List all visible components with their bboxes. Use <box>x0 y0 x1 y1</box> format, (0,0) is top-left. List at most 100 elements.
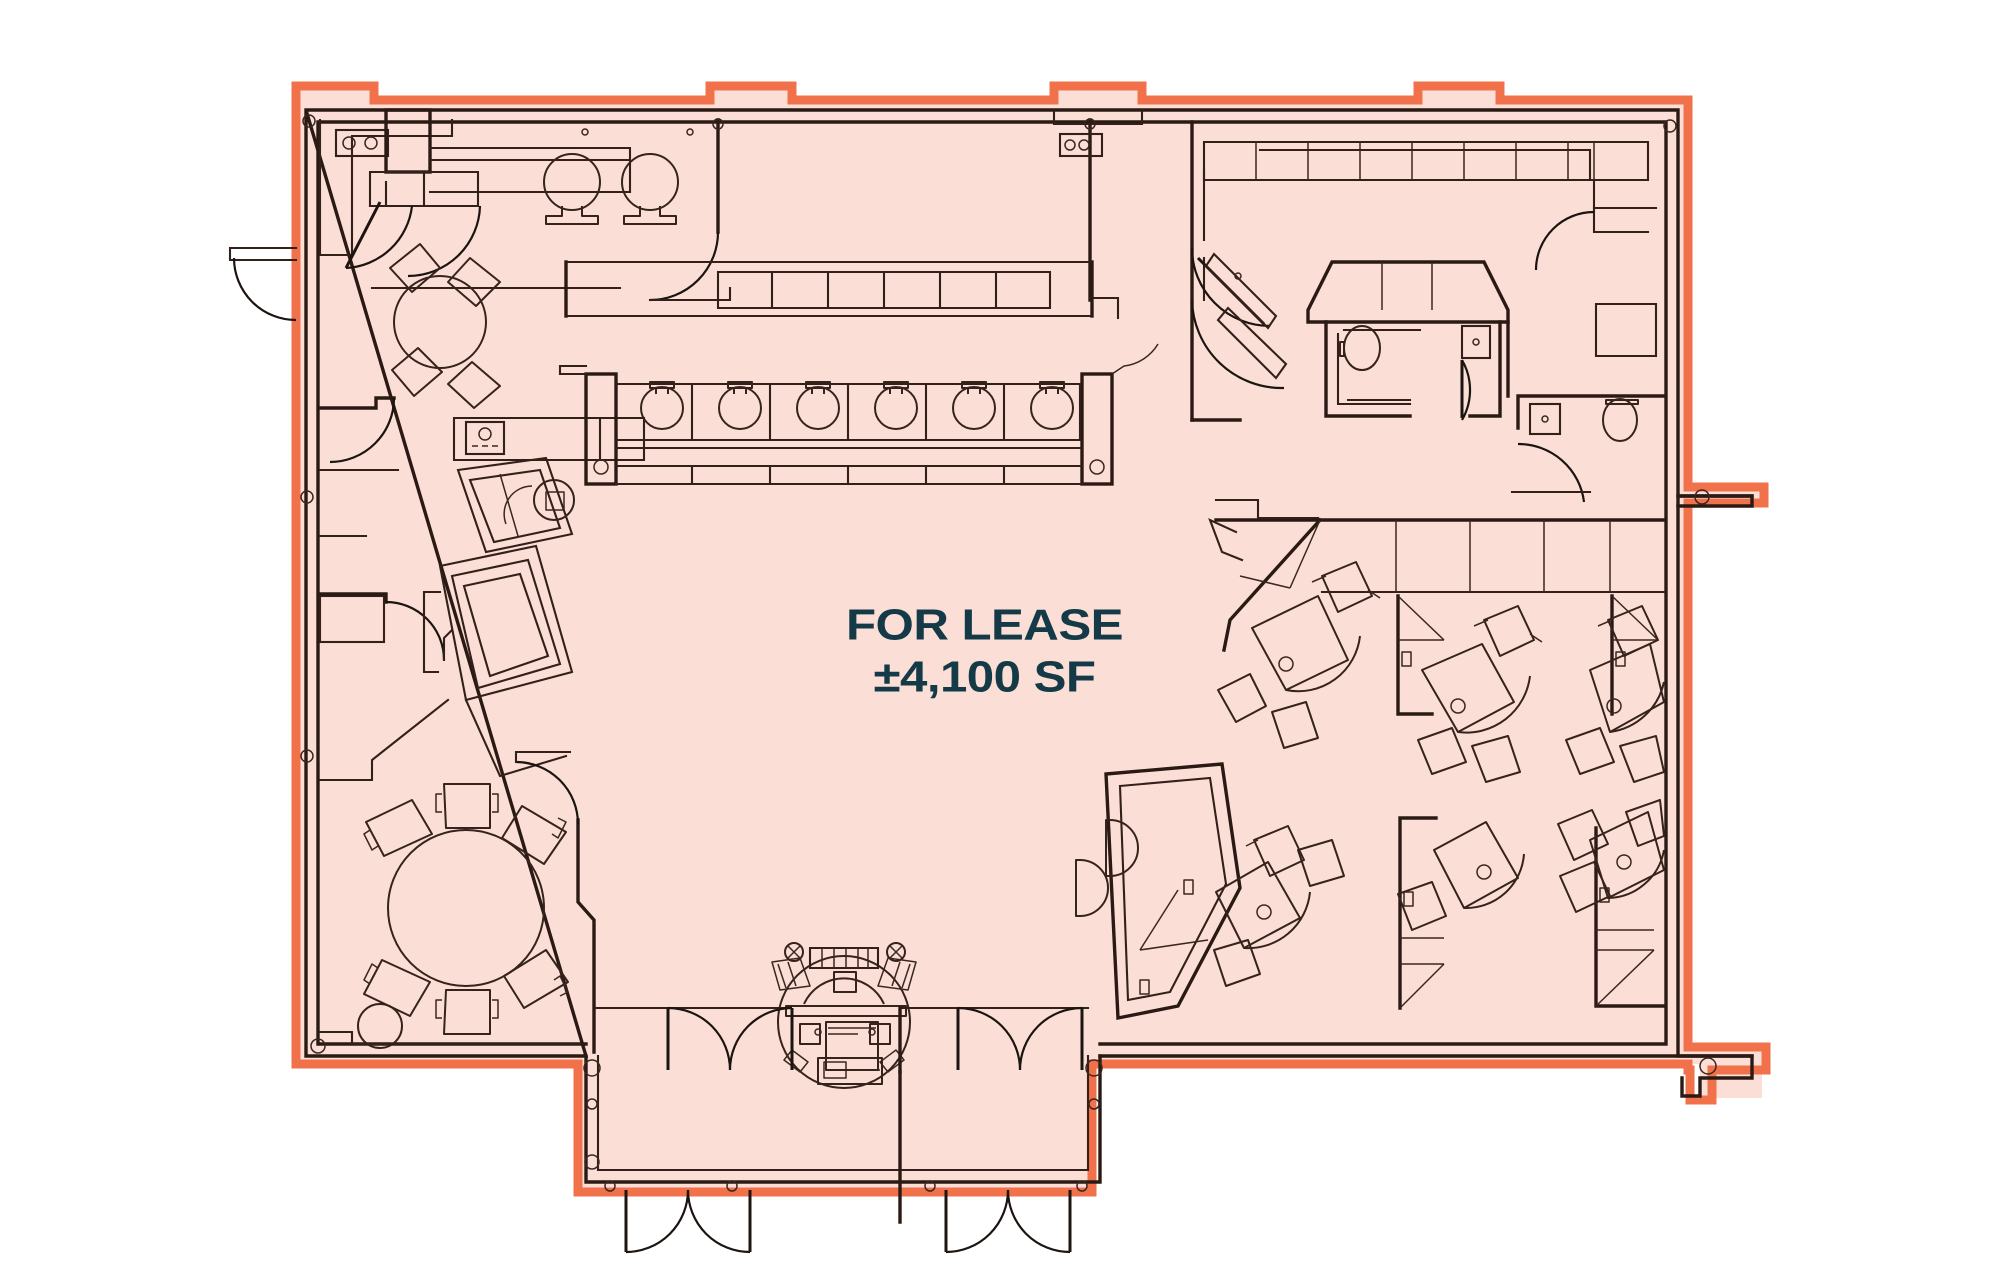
vestibule-walls <box>584 1054 1102 1184</box>
west-wall-dot-2 <box>300 749 314 763</box>
vestibule-floor-fill <box>580 1048 1092 1193</box>
floor-fill-group <box>296 88 1762 1193</box>
angled-counter-lower-inner <box>462 572 550 678</box>
west-office-wall-b <box>318 592 388 604</box>
restroom-partitions <box>616 382 1082 442</box>
ne-corner-marker <box>1663 119 1677 133</box>
restroom-fixture-4 <box>874 381 918 430</box>
reception-post-right <box>886 942 906 962</box>
angled-bar-inner <box>468 468 562 544</box>
restroom-right-tail <box>1111 343 1159 375</box>
nw-panel-dial-right <box>364 136 378 150</box>
reception-wing-right <box>877 957 917 991</box>
vestibule-jamb-dot-1 <box>583 1059 601 1077</box>
angled-bar-split <box>499 473 519 537</box>
tenant-floor-fill <box>296 88 1762 1190</box>
east-notch-wall <box>1676 494 1754 508</box>
lower-spine-dot <box>1183 879 1194 895</box>
south-interior-doors <box>594 1006 1090 1074</box>
planters-group <box>543 128 694 225</box>
restroom-2-walls <box>1516 394 1666 430</box>
restroom-fixture-6 <box>1030 381 1074 430</box>
south-ext-door-swing-1 <box>625 1189 690 1254</box>
angled-door-panel-b <box>1216 306 1288 380</box>
reception-dot-right <box>868 1028 876 1036</box>
reception-post-left-x <box>787 945 801 959</box>
perimeter-walls-group <box>304 108 1754 1184</box>
south-int-door-swing-2 <box>728 1006 793 1071</box>
angled-door-swing-a <box>1190 247 1271 328</box>
restroom-pier-right <box>1080 372 1114 486</box>
reception-desk-outline <box>777 955 911 1089</box>
angled-counter-tail <box>464 698 568 778</box>
restroom-fixture-1 <box>640 381 684 430</box>
restroom-2-lavatory <box>1528 402 1562 436</box>
angled-counter-lower-mid <box>450 558 562 690</box>
vestibule-hinge-1 <box>604 1180 616 1192</box>
sw-floor-column <box>357 1003 403 1049</box>
workstation-cluster-east-upper <box>1208 498 1666 783</box>
reception-post-left <box>784 942 804 962</box>
ada-water-closet <box>1339 325 1381 371</box>
planter-1 <box>543 153 601 225</box>
vestibule-jamb-dot-4 <box>1085 1059 1103 1077</box>
west-lower-wall <box>318 698 450 782</box>
restroom-fixture-3 <box>796 381 840 430</box>
lease-boundary-outline <box>291 81 1771 1197</box>
restroom-2-water-closet <box>1602 398 1639 442</box>
south-ext-door-swing-3 <box>945 1189 1010 1254</box>
kitchenette-range <box>464 420 506 456</box>
restroom-pier-left <box>584 372 618 486</box>
nw-corner-marker <box>302 114 316 128</box>
workstation-pod-b <box>1396 594 1543 783</box>
workstation-pod-d <box>1213 825 1345 987</box>
restroom-fixture-2 <box>718 381 762 430</box>
upper-spine-divs <box>1395 520 1611 592</box>
sw-conference-chairs <box>363 783 569 1035</box>
north-center-hinge <box>712 118 724 130</box>
reception-return <box>817 1057 883 1085</box>
restroom-2-lavatory-drain <box>1541 415 1549 423</box>
south-ext-door-swing-4 <box>1006 1189 1071 1254</box>
reception-wing-left <box>771 957 811 991</box>
north-center-sill <box>648 286 732 302</box>
restroom-pier-left-dot <box>593 459 609 475</box>
restroom-pier-right-dot <box>1089 459 1105 475</box>
lower-spine-seat-b <box>1075 859 1109 917</box>
lease-boundary-group <box>291 81 1771 1197</box>
vestibule-jamb-dot-2 <box>586 1098 598 1110</box>
east-wall-marker <box>1694 489 1710 505</box>
sw-conference-wall <box>576 818 596 1054</box>
ada-lavatory-drain <box>1472 338 1480 346</box>
sw-conference-door-swing <box>515 760 580 825</box>
reception-arc-front <box>803 977 885 1005</box>
west-exterior-door-swing <box>232 257 297 322</box>
nw-panel-dial-left <box>342 136 356 150</box>
conference-room-northwest <box>389 243 501 409</box>
nw-door-swing-2 <box>407 205 482 278</box>
angled-bar-round <box>533 479 575 521</box>
angled-bar-outer <box>456 456 574 554</box>
restroom-apron <box>614 464 1084 486</box>
angled-bar-sink-arc <box>503 485 533 525</box>
vestibule-jamb-dot-3 <box>584 1154 600 1170</box>
south-ext-door-swing-2 <box>686 1189 751 1254</box>
west-office-sill-b <box>442 628 454 662</box>
angled-counter-lower-outer <box>438 544 574 702</box>
north-right-panel <box>1058 132 1104 158</box>
south-int-door-swing-3 <box>957 1006 1022 1071</box>
upper-angled-wing-diag <box>1239 519 1321 589</box>
ada-restroom-walls <box>1324 320 1502 418</box>
restroom-alcove-divs <box>1381 262 1433 310</box>
angled-door-panel-a <box>1204 252 1278 330</box>
southeast-marker <box>1699 1057 1717 1075</box>
southeast-notch-wall <box>1676 1054 1754 1098</box>
kitchenette-range-burner <box>478 427 492 441</box>
reception-desk-counter <box>808 946 880 970</box>
reception-post-right-x <box>889 945 903 959</box>
upper-angled-wing-counter <box>1208 517 1244 562</box>
north-right-panel-dot-2 <box>1078 139 1090 151</box>
west-office-wall-a <box>318 396 396 410</box>
ne-closet-door-swing <box>1534 210 1595 271</box>
